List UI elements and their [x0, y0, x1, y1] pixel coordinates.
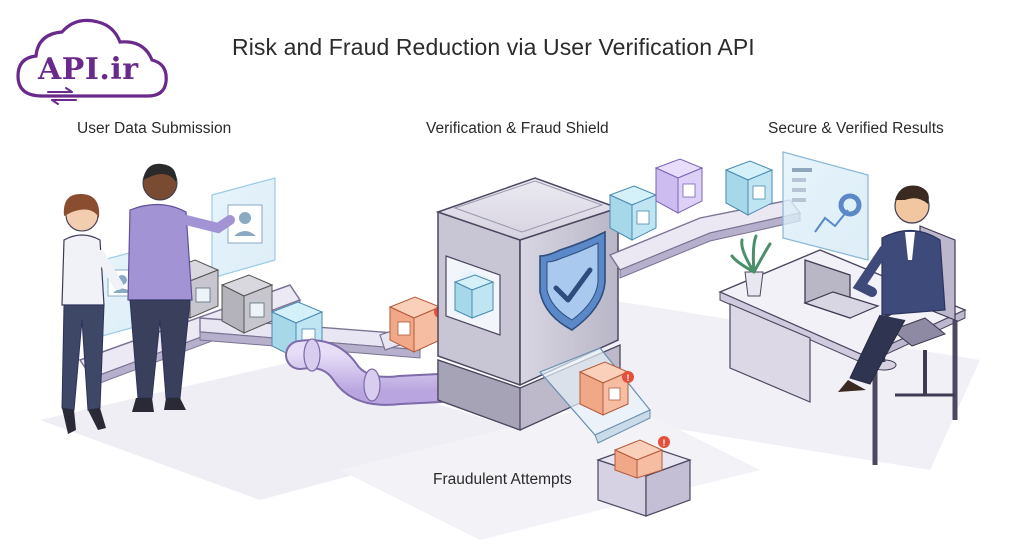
stage-label-submission: User Data Submission [77, 120, 232, 137]
person-analyst [838, 185, 946, 392]
floor-shadow-center [340, 400, 760, 540]
shield-check-icon [539, 230, 606, 331]
user-profile-icon [682, 183, 696, 198]
cloud-icon [16, 18, 168, 105]
laptop-icon [803, 259, 880, 319]
stage-label-fraud: Fraudulent Attempts [433, 471, 572, 488]
person-woman [61, 193, 123, 434]
user-profile-icon [752, 185, 766, 200]
logo-text: API.ir [38, 52, 139, 87]
stage-label-verification: Verification & Fraud Shield [426, 120, 609, 137]
api-ir-logo: API.ir [12, 12, 172, 108]
user-profile-icon [397, 321, 411, 336]
plant [730, 234, 772, 297]
alert-icon [622, 371, 634, 383]
svg-text:!: ! [627, 373, 630, 383]
alert-icon [658, 436, 670, 448]
verified-cube-3 [724, 160, 774, 216]
user-profile-icon [249, 302, 265, 318]
flagged-cube-chute: ! [578, 361, 634, 416]
user-profile-icon [636, 210, 650, 225]
dashboard-panel [782, 151, 869, 261]
fraud-bin: ! [596, 436, 692, 517]
data-cube-2 [220, 274, 274, 334]
verified-cube-1 [608, 185, 658, 241]
user-profile-icon [195, 287, 211, 303]
page-title: Risk and Fraud Reduction via User Verifi… [232, 34, 755, 60]
user-profile-icon [608, 387, 621, 401]
person-man [127, 163, 235, 412]
input-pipe [285, 338, 455, 406]
svg-text:!: ! [663, 438, 666, 448]
stage-label-results: Secure & Verified Results [768, 120, 944, 137]
processing-cube [453, 274, 495, 319]
tablet [890, 317, 947, 347]
verified-cube-2 [654, 158, 704, 214]
chart-icon [838, 193, 862, 217]
